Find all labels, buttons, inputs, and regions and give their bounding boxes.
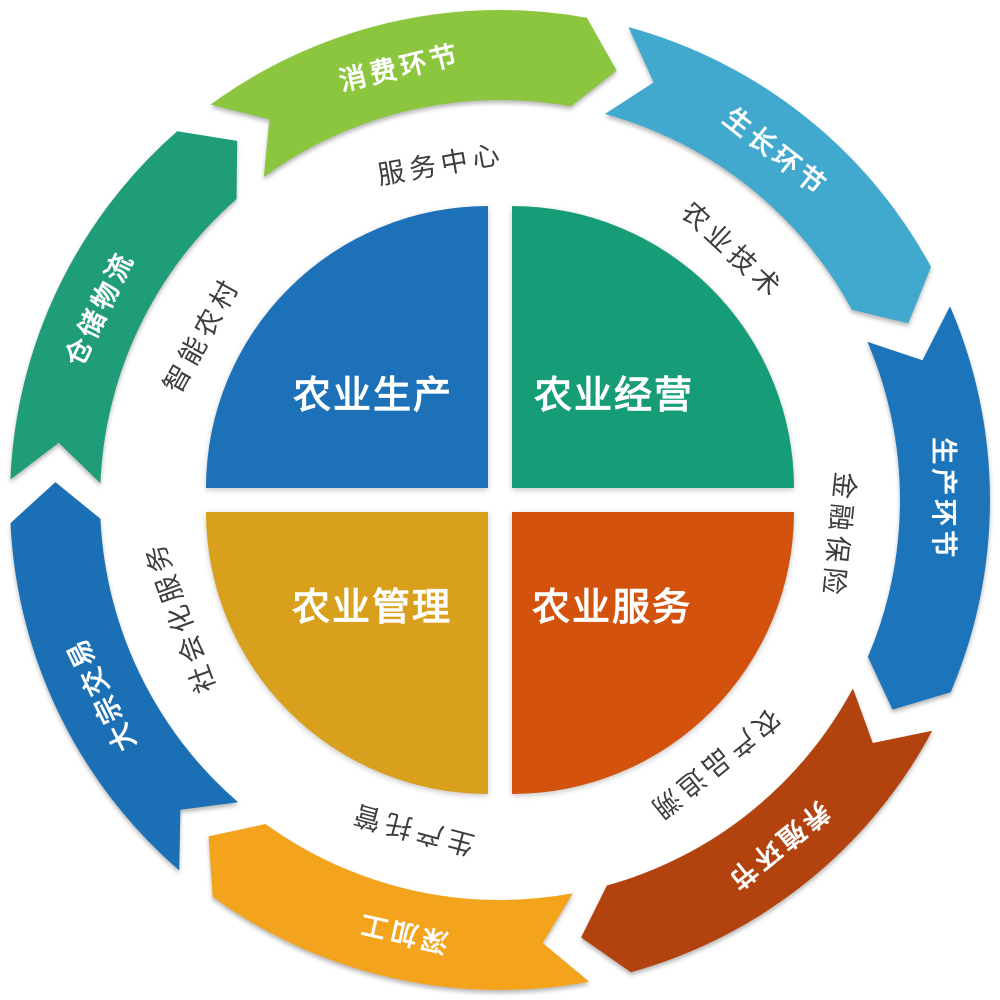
outer-arrow-label-2: 生产环节 <box>927 437 958 561</box>
inner-ring-label-5: 社会化服务 <box>139 536 223 697</box>
quadrant-label-bottom-left: 农业管理 <box>292 585 452 629</box>
outer-arrow-1 <box>604 27 931 324</box>
quadrant-label-top-left: 农业生产 <box>293 373 453 417</box>
quadrant-bottom-left <box>206 512 488 794</box>
outer-arrow-5 <box>10 482 239 871</box>
outer-arrow-2 <box>867 306 990 710</box>
inner-ring-label-2: 金融保险 <box>816 470 860 601</box>
inner-ring-label-4: 生产托管 <box>346 797 478 860</box>
outer-arrow-0 <box>210 9 617 178</box>
outer-arrow-3 <box>581 688 933 973</box>
quadrant-top-left <box>206 206 488 488</box>
outer-arrow-4 <box>208 824 590 990</box>
quadrant-label-bottom-right: 农业服务 <box>532 585 692 629</box>
outer-arrow-6 <box>10 131 238 484</box>
quadrant-top-right <box>512 206 794 488</box>
inner-ring-label-0: 服务中心 <box>375 139 506 192</box>
quadrant-label-top-right: 农业经营 <box>534 373 694 417</box>
quadrant-bottom-right <box>512 512 794 794</box>
